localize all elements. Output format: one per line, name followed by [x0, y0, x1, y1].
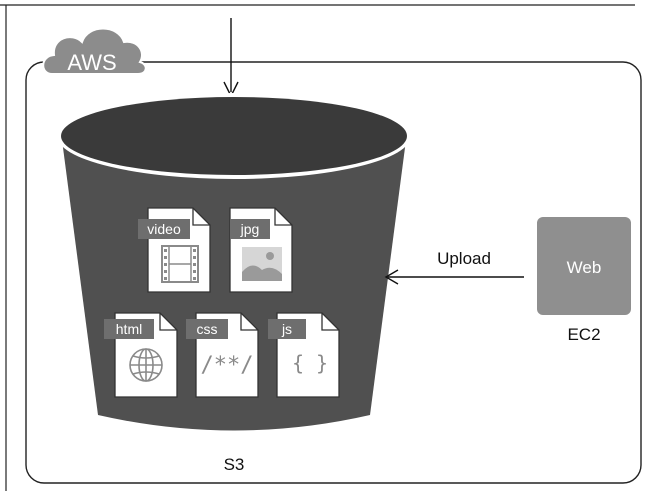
video-file: video [138, 207, 211, 293]
css-file-tag [186, 319, 228, 339]
video-file-tag-label: video [147, 221, 181, 237]
incoming-arrow [223, 18, 239, 98]
landscape-image-icon [242, 247, 282, 281]
html-file-tag [104, 319, 154, 339]
html-file-tag-label: html [116, 321, 142, 337]
js-file: js { } [268, 312, 340, 398]
upload-arrow [384, 269, 524, 285]
film-strip-icon [161, 245, 199, 283]
aws-cloud-label: AWS [67, 50, 116, 75]
video-file-tag [138, 219, 190, 239]
css-comment-glyph: /**/ [201, 353, 254, 378]
jpg-file-tag [230, 219, 270, 239]
aws-cloud-icon: AWS [42, 27, 147, 75]
upload-label: Upload [437, 249, 491, 268]
html-file: html [104, 312, 178, 398]
ec2-box [537, 217, 631, 315]
s3-label: S3 [224, 455, 245, 474]
globe-icon [129, 348, 163, 382]
ec2-instance: Web [537, 217, 631, 315]
s3-bucket-top [61, 97, 407, 175]
ec2-caption: EC2 [567, 325, 600, 344]
jpg-file-tag-label: jpg [240, 221, 260, 237]
js-file-tag-label: js [281, 321, 292, 337]
aws-region-boundary [25, 61, 642, 484]
css-file: css /**/ [186, 312, 259, 398]
js-braces-glyph: { } [292, 351, 328, 375]
ec2-web-label: Web [567, 258, 602, 277]
jpg-file: jpg [229, 207, 293, 293]
js-file-tag [268, 319, 306, 339]
css-file-tag-label: css [197, 321, 218, 337]
